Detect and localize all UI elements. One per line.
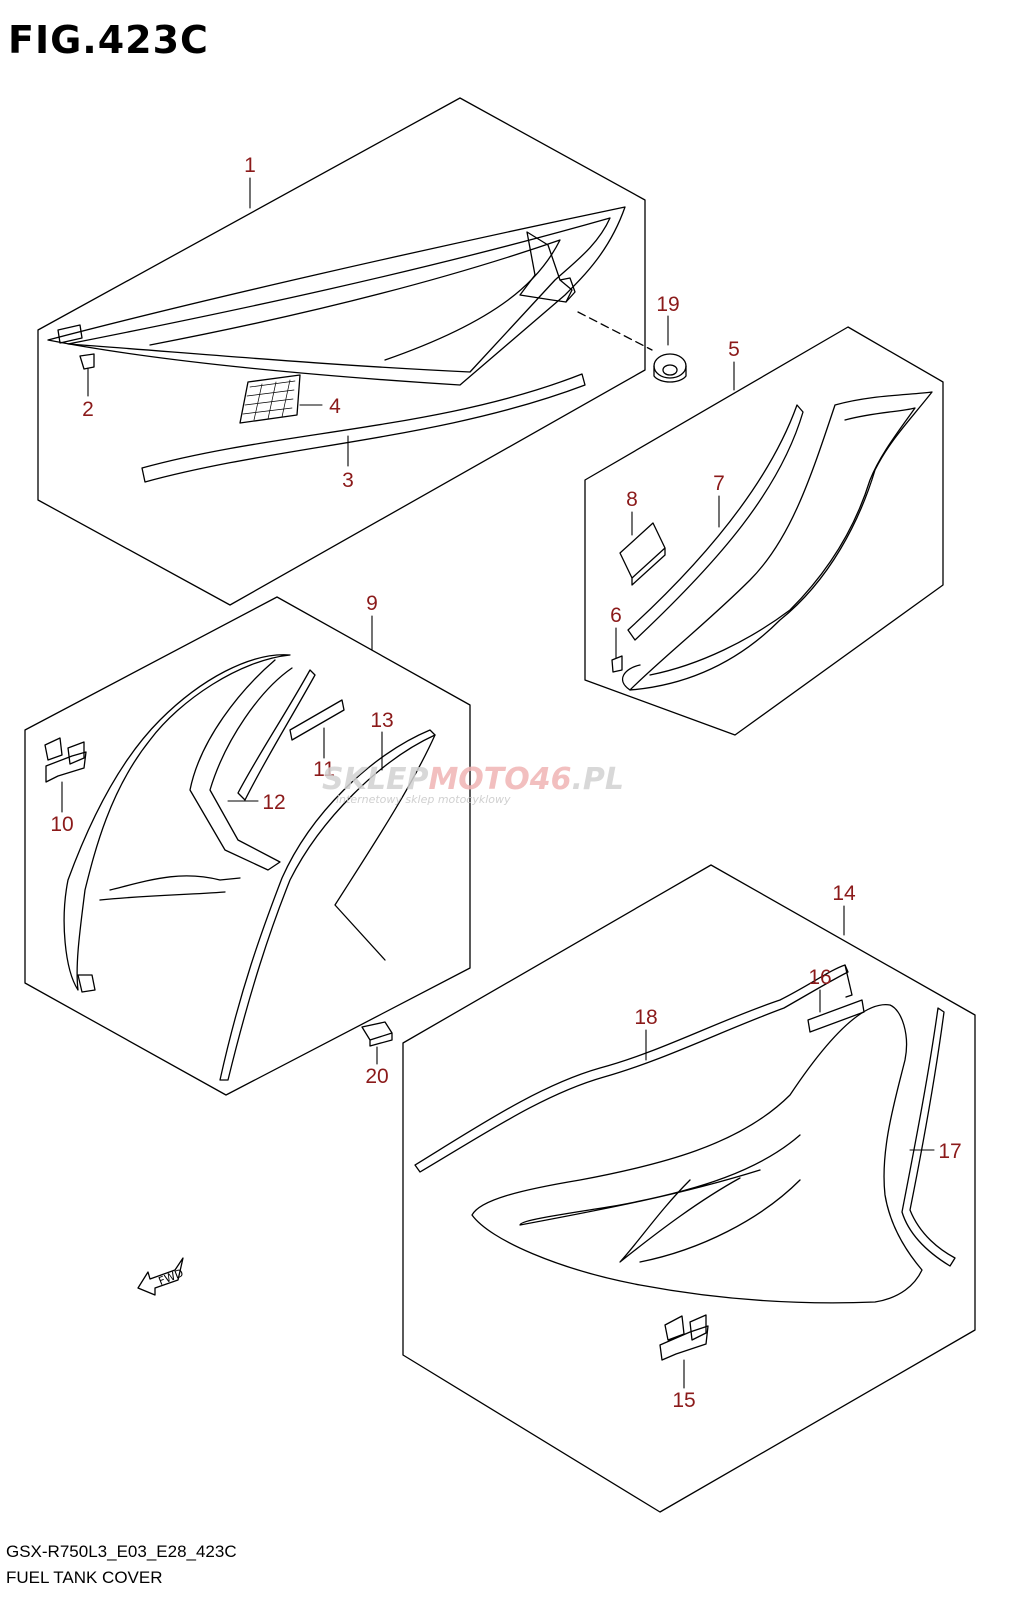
callout-2: 2 [82,398,94,421]
part-1-tank-cover [47,206,626,386]
watermark-brand-c: 46 [529,762,572,797]
callout-18: 18 [634,1006,657,1029]
leader-dashed-19 [577,311,653,351]
callout-7: 7 [713,472,725,495]
figure-caption: FUEL TANK COVER [6,1568,163,1587]
callout-13: 13 [370,709,393,732]
part-8-pad [619,522,666,586]
callout-14: 14 [832,882,856,905]
callout-19: 19 [656,293,679,316]
callout-11: 11 [313,758,335,781]
callout-12: 12 [262,791,285,814]
callout-20: 20 [365,1065,388,1088]
callout-3: 3 [342,469,354,492]
part-17-strip [901,1007,956,1267]
group-5-outline [584,326,944,736]
watermark: SKLEPMOTO46.PL internetowy sklep motocyk… [322,762,624,806]
part-6-clip [611,655,623,673]
part-18-seal [414,964,853,1173]
part-9-side-cover [63,654,293,993]
part-5-side-panel [621,391,933,691]
part-7-strip [627,404,804,641]
part-12-strip [237,669,316,801]
group-1-outline [37,97,646,606]
fwd-arrow-icon [137,1257,184,1296]
leader-lines [61,177,935,1389]
callout-10: 10 [50,813,73,836]
fwd-label: FWD [157,1266,186,1288]
callout-17: 17 [938,1140,961,1163]
callout-9: 9 [366,592,378,615]
figure-title: FIG.423C [8,18,209,62]
group-14-outline [402,864,976,1513]
part-16-pad [807,999,865,1033]
part-2-clip [79,353,95,370]
part-20-clip [361,1021,393,1047]
callout-6: 6 [610,604,622,627]
callout-5: 5 [728,338,740,361]
part-13-trim [219,729,436,1081]
watermark-brand: SKLEPMOTO46.PL [322,762,624,797]
watermark-brand-b: MOTO [428,762,529,797]
callout-8: 8 [626,488,638,511]
group-9-outline [24,596,471,1096]
callout-numbers: 1 2 3 4 5 6 7 8 9 10 11 12 13 14 15 16 1… [50,154,961,1412]
part-19-grommet [653,353,687,383]
part-10-emblem [44,737,87,783]
part-4-mesh-pad [239,374,301,424]
callout-15: 15 [672,1389,695,1412]
callout-16: 16 [808,966,831,989]
watermark-brand-a: SKLEP [322,762,428,797]
part-11-strip [289,699,345,741]
callout-1: 1 [244,154,256,177]
part-14-side-cover [471,1004,923,1304]
part-15-emblem [659,1314,709,1361]
callout-4: 4 [329,395,341,418]
part-3-strip [141,373,586,483]
watermark-brand-d: .PL [572,762,625,797]
figure-code: GSX-R750L3_E03_E28_423C [6,1542,237,1561]
watermark-tagline: internetowy sklep motocyklowy [336,793,511,806]
